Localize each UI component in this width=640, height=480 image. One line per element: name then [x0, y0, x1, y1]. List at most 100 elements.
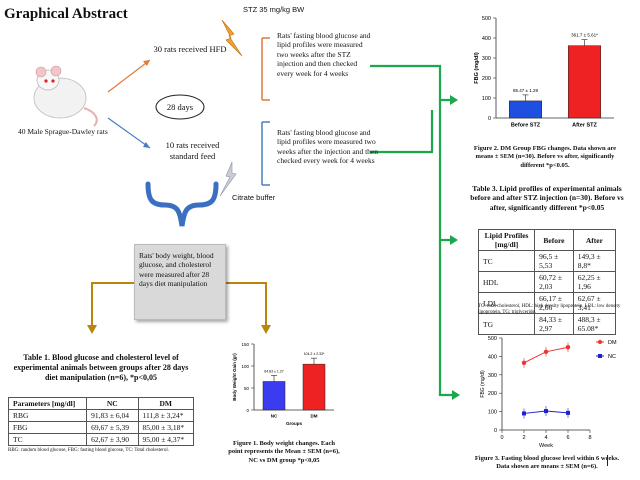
arrow-to-hfd	[107, 59, 151, 93]
table3-header: After	[572, 229, 617, 251]
figure1-caption: Figure 1. Body weight changes. Each poin…	[228, 440, 340, 464]
x-tick-label: 8	[588, 435, 591, 441]
table-row: TC 96,5 ± 5,53 149,3 ± 8,8*	[477, 250, 617, 272]
table3-cell: 149,3 ± 8,8*	[572, 250, 617, 272]
days-label: 28 days	[166, 102, 194, 112]
table1-cell: 69,67 ± 5,39	[86, 421, 139, 434]
page-title: Graphical Abstract	[4, 6, 128, 22]
lightning-bolt-icon	[221, 19, 243, 57]
y-tick-label: 300	[488, 373, 497, 379]
measure-text-standard: Rats' fasting blood glucose and lipid pr…	[277, 128, 379, 166]
y-tick-label: 100	[241, 364, 249, 369]
table-row: LDL 66,17 ± 2,66 62,67 ± 3,41	[477, 292, 617, 314]
x-tick-label: 0	[500, 435, 503, 441]
y-tick-label: 400	[488, 354, 497, 360]
legend-marker	[598, 340, 602, 344]
table3-cell: TG	[477, 313, 536, 335]
figure3-caption: Figure 3. Fasting blood glucose level wi…	[474, 455, 620, 471]
table3-cell: 60,72 ± 2,03	[534, 271, 574, 293]
table1-cell: 95,00 ± 4,37*	[137, 433, 194, 446]
category-label: After STZ	[572, 123, 597, 129]
y-axis-label: Body Weight Gain (gr)	[232, 353, 237, 401]
bar	[262, 381, 286, 411]
table3-cell: HDL	[477, 271, 536, 293]
arrow-to-standard	[107, 117, 151, 149]
y-tick-label: 200	[488, 391, 497, 397]
stz-label: STZ 35 mg/kg BW	[243, 5, 305, 14]
y-axis-label: FBG (mg/dl)	[474, 52, 480, 84]
legend-marker	[598, 354, 602, 358]
table3-cell: TC	[477, 250, 536, 272]
measure-text-hfd: Rats' fasting blood glucose and lipid pr…	[277, 31, 371, 78]
table-row: HDL 60,72 ± 2,03 62,25 ± 1,96	[477, 271, 617, 293]
y-tick-label: 50	[244, 386, 250, 391]
table-row: TG 84,33 ± 2,97 488,3 ± 65.08*	[477, 313, 617, 335]
y-tick-label: 0	[246, 408, 249, 413]
table1-cell: 91,83 ± 6,04	[86, 409, 139, 422]
table1-cell: 62,67 ± 3,90	[86, 433, 139, 446]
table3-header: Lipid Profiles [mg/dl]	[477, 229, 536, 251]
legend-label: NC	[608, 354, 616, 360]
data-label: 361.7 ± 5.61*	[571, 33, 598, 38]
y-tick-label: 200	[482, 76, 491, 82]
table1-cell: 111,8 ± 3,24*	[137, 409, 194, 422]
data-label: 85.47 ± 1.29	[513, 88, 538, 93]
bar	[302, 363, 326, 411]
figure2-caption: Figure 2. DM Group FBG changes. Data sho…	[473, 145, 617, 169]
lipid-profile-table: Lipid Profiles [mg/dl] Before After TC 9…	[477, 229, 617, 335]
table-row: RBG 91,83 ± 6,04 111,8 ± 3,24*	[7, 409, 194, 422]
bar	[568, 45, 601, 119]
table1-caption: Table 1. Blood glucose and cholesterol l…	[13, 353, 189, 382]
days-ellipse	[155, 94, 205, 120]
y-tick-label: 150	[241, 342, 249, 347]
gold-arrow-right	[226, 282, 267, 326]
table1-footnote: RBG: random blood glucose, FBG: fasting …	[8, 448, 169, 453]
lightning-bolt-gray-icon	[219, 161, 237, 197]
x-tick-label: 2	[522, 435, 525, 441]
category-label: Before STZ	[511, 123, 541, 129]
hfd-label: 30 rats received HFD	[153, 44, 227, 54]
legend-label: DM	[608, 340, 617, 346]
data-label: 104.2 ± 2.33*	[304, 352, 325, 356]
bar	[509, 100, 542, 119]
y-tick-label: 0	[488, 116, 491, 122]
table3-cell: 488,3 ± 65.08*	[572, 313, 617, 335]
table3-cell: 96,5 ± 5,53	[534, 250, 574, 272]
green-connector-1	[370, 64, 452, 102]
y-tick-label: 400	[482, 36, 491, 42]
y-axis-label: FBG (mg/dl)	[480, 370, 486, 398]
y-tick-label: 100	[482, 96, 491, 102]
y-tick-label: 300	[482, 56, 491, 62]
x-axis-label: Groups	[286, 421, 302, 426]
table3-footnote: TC: total cholesterol, HDL: high density…	[478, 304, 621, 315]
table1-header: Parameters [mg/dl]	[7, 397, 88, 410]
table1-header: DM	[137, 397, 194, 410]
table1-header: NC	[86, 397, 139, 410]
x-tick-label: 6	[566, 435, 569, 441]
table-row: TC 62,67 ± 3,90 95,00 ± 4,37*	[7, 433, 194, 446]
table3-caption: Table 3. Lipid profiles of experimental …	[470, 184, 624, 212]
gold-arrow-left	[91, 282, 135, 326]
rats-label: 40 Male Sprague-Dawley rats	[18, 127, 108, 136]
table1-cell: 85,00 ± 3,18*	[137, 421, 194, 434]
data-label: 64.83 ± 1.27	[264, 369, 283, 373]
text-cursor	[607, 455, 608, 466]
brace-icon	[145, 181, 219, 227]
y-tick-label: 500	[488, 336, 497, 342]
rat-icon	[33, 65, 98, 127]
table1-cell: RBG	[7, 409, 88, 422]
table-row: FBG 69,67 ± 5,39 85,00 ± 3,18*	[7, 421, 194, 434]
table1-cell: FBG	[7, 421, 88, 434]
x-axis-label: Week	[539, 443, 553, 448]
table3-header: Before	[534, 229, 574, 251]
y-tick-label: 500	[482, 16, 491, 22]
category-label: DM	[311, 414, 318, 419]
standard-feed-label: 10 rats received standard feed	[165, 140, 220, 161]
table1-cell: TC	[7, 433, 88, 446]
citrate-label: Citrate buffer	[232, 193, 276, 202]
category-label: NC	[271, 414, 278, 419]
